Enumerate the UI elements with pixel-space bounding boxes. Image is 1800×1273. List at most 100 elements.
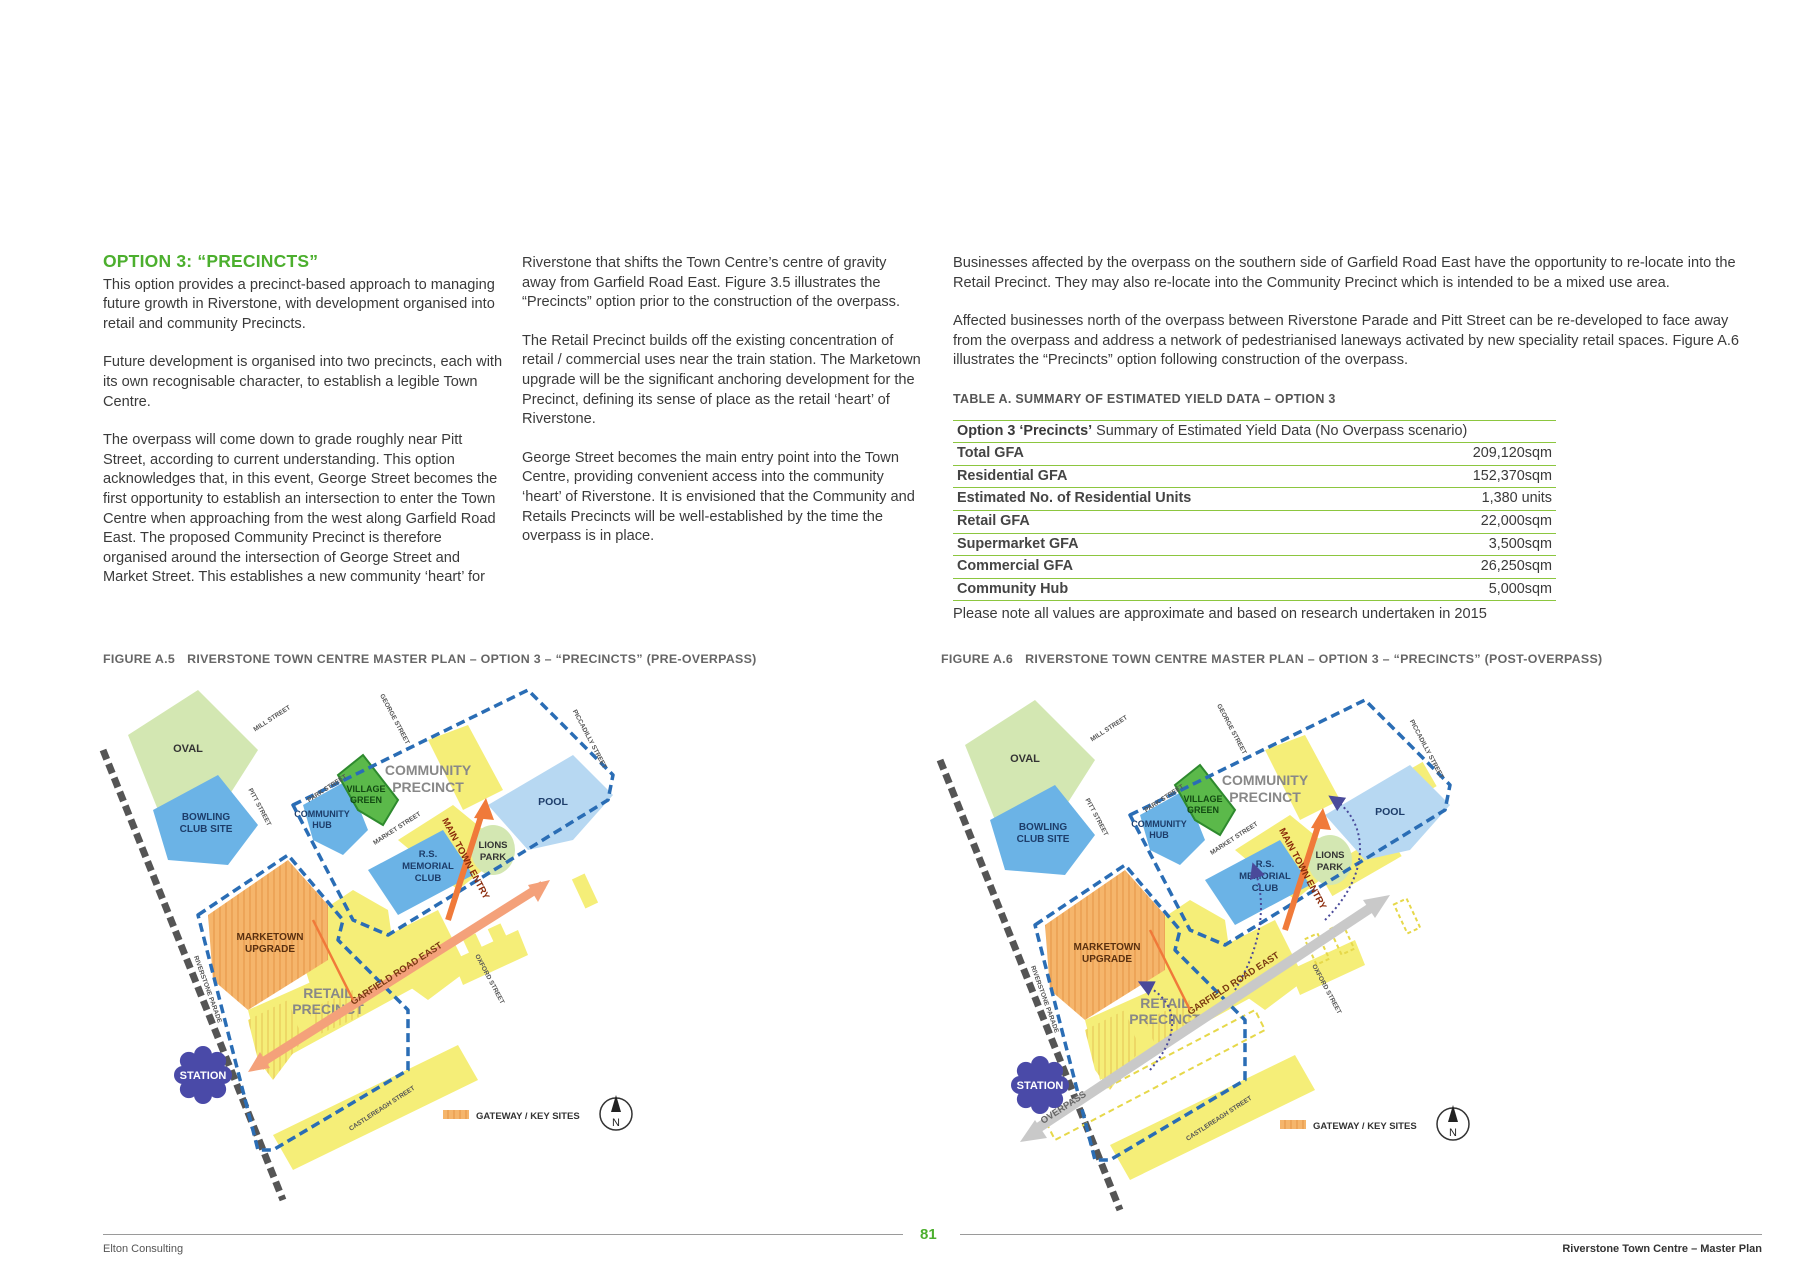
legend-label: GATEWAY / KEY SITES <box>1313 1121 1417 1132</box>
row-value: 209,120sqm <box>1396 442 1556 466</box>
rs-club-label: CLUB <box>1252 883 1279 894</box>
paragraph: The Retail Precinct builds off the exist… <box>522 332 921 428</box>
oval-area <box>128 690 258 810</box>
north-label: N <box>1449 1127 1457 1139</box>
paragraph: Businesses affected by the overpass on t… <box>953 255 1736 291</box>
station-icon <box>179 1080 198 1099</box>
oval-area <box>965 700 1095 820</box>
figure-number: FIGURE A.5 <box>103 652 176 666</box>
row-label: Commercial GFA <box>953 555 1397 579</box>
main-entry-arrowhead <box>1311 808 1331 830</box>
village-green-label: VILLAGE <box>1183 794 1222 804</box>
station-icon <box>214 1066 232 1084</box>
figure-title: RIVERSTONE TOWN CENTRE MASTER PLAN – OPT… <box>187 652 757 666</box>
yield-table: Option 3 ‘Precincts’ Summary of Estimate… <box>953 419 1556 602</box>
paragraph: This option provides a precinct-based ap… <box>103 276 495 332</box>
table-header-text: Summary of Estimated Yield Data (No Over… <box>1092 422 1468 439</box>
paragraph: George Street becomes the main entry poi… <box>522 449 915 545</box>
station-icon <box>1031 1056 1049 1074</box>
community-hub-label: HUB <box>312 820 332 830</box>
north-arrow-icon <box>611 1095 621 1112</box>
bowling-label: BOWLING <box>182 812 231 823</box>
station-label: STATION <box>1017 1080 1064 1092</box>
retail-entry-arrow <box>311 919 355 1001</box>
retail-precinct-label: RETAIL <box>303 985 353 1001</box>
community-precinct-label: COMMUNITY <box>1222 772 1309 788</box>
station-icon <box>179 1051 198 1070</box>
station-icon <box>174 1066 192 1084</box>
lions-park-label: PARK <box>480 852 506 863</box>
community-hub-label: HUB <box>1149 830 1169 840</box>
rs-club-label: R.S. <box>1256 859 1274 870</box>
row-label: Residential GFA <box>953 465 1397 489</box>
overpass-arrowhead <box>1020 1120 1047 1142</box>
main-entry-arrow <box>445 809 486 921</box>
development-block <box>487 923 513 955</box>
village-green-label: GREEN <box>350 795 382 805</box>
legend-swatch <box>443 1110 469 1119</box>
column-1: OPTION 3: “PRECINCTS” This option provid… <box>103 251 503 607</box>
table-title: TABLE A. SUMMARY OF ESTIMATED YIELD DATA… <box>953 391 1336 406</box>
development-block <box>1110 1055 1315 1180</box>
garfield-road-arrowhead <box>528 880 550 902</box>
figure-title: RIVERSTONE TOWN CENTRE MASTER PLAN – OPT… <box>1025 652 1603 666</box>
overpass-road <box>1032 900 1378 1135</box>
station-icon <box>208 1080 227 1099</box>
community-precinct-label: COMMUNITY <box>385 762 472 778</box>
station-icon <box>208 1051 227 1070</box>
marketown-upgrade <box>208 860 328 1010</box>
garfield-road-arrow <box>255 881 546 1069</box>
rs-club-label: CLUB <box>415 873 442 884</box>
row-label: Supermarket GFA <box>953 533 1397 557</box>
footer-rule-right <box>960 1234 1762 1235</box>
street-label: MILL STREET <box>252 704 291 733</box>
main-entry-arrowhead <box>474 798 494 820</box>
bowling-club-site <box>153 775 258 865</box>
lions-park-label: PARK <box>1317 862 1343 873</box>
station-icon <box>1011 1076 1029 1094</box>
village-green-label: VILLAGE <box>346 784 385 794</box>
footer-left-text: Elton Consulting <box>103 1243 184 1255</box>
community-hub-label: COMMUNITY <box>294 809 350 819</box>
row-label: Community Hub <box>953 578 1397 602</box>
rs-memorial-club <box>368 830 473 915</box>
station-icon <box>1051 1076 1069 1094</box>
row-value: 152,370sqm <box>1396 465 1556 489</box>
paragraph: Riverstone that shifts the Town Centre’s… <box>522 255 900 311</box>
rs-club-label: MEMORIAL <box>1239 871 1291 882</box>
bowling-label: BOWLING <box>1019 822 1068 833</box>
community-precinct-label: PRECINCT <box>392 779 464 795</box>
page-number: 81 <box>920 1226 937 1243</box>
table-note: Please note all values are approximate a… <box>953 606 1487 623</box>
rs-memorial-club <box>1205 840 1310 925</box>
station-icon <box>1045 1061 1064 1080</box>
station-icon <box>1031 1096 1049 1114</box>
railway-line <box>99 748 287 1202</box>
row-value: 3,500sqm <box>1396 533 1556 557</box>
rs-club-label: MEMORIAL <box>402 861 454 872</box>
bowling-label: CLUB SITE <box>1017 834 1070 845</box>
marketown-label: MARKETOWN <box>1073 942 1140 953</box>
village-green <box>336 753 400 827</box>
community-precinct-boundary <box>291 688 615 937</box>
legend-label: GATEWAY / KEY SITES <box>476 1111 580 1122</box>
relocation-block <box>1043 1008 1267 1142</box>
station-icon <box>194 1086 212 1104</box>
lions-park <box>471 825 515 875</box>
development-block <box>273 1045 478 1170</box>
bowling-label: CLUB SITE <box>180 824 233 835</box>
station-icon <box>1016 1061 1035 1080</box>
street-label: GEORGE STREET <box>1215 703 1247 756</box>
relocation-arrow <box>1137 981 1174 1071</box>
table-header-row: Option 3 ‘Precincts’ Summary of Estimate… <box>953 419 1556 444</box>
retail-precinct-label: RETAIL <box>1140 995 1190 1011</box>
station-icon <box>194 1046 212 1064</box>
